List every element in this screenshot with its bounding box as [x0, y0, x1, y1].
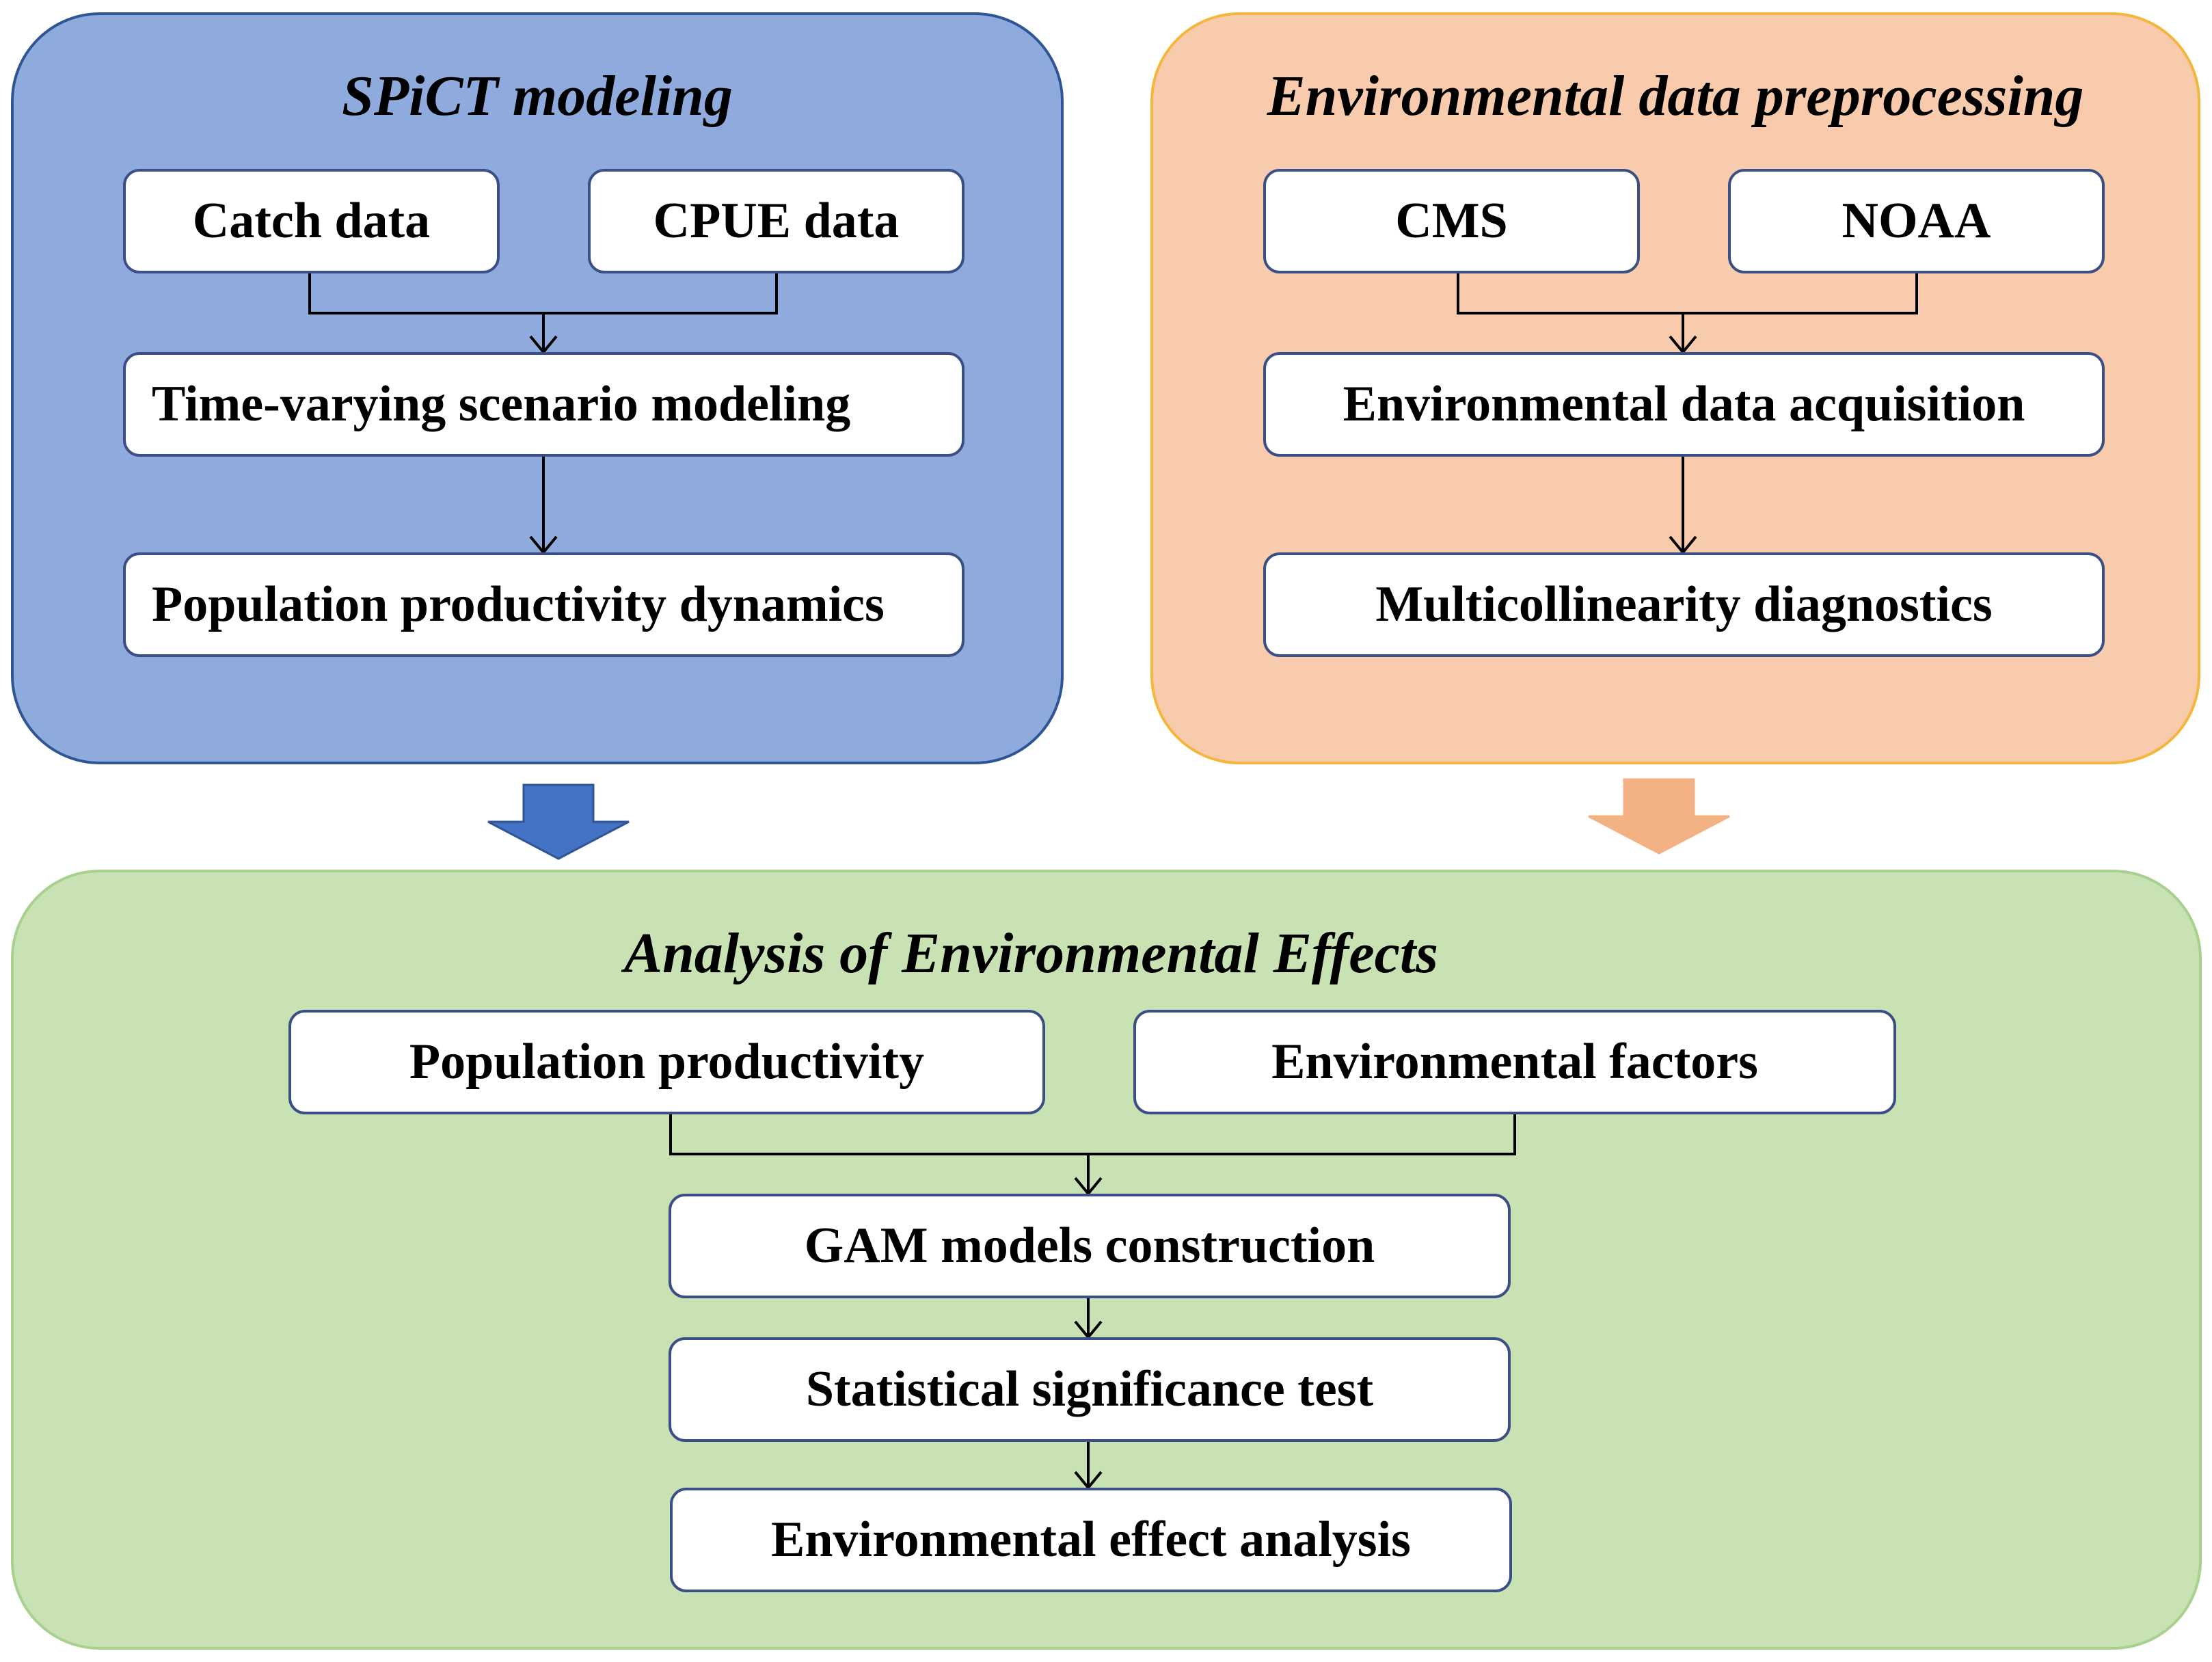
blue-block-arrow [487, 783, 630, 860]
environmental-factors-box: Environmental factors [1133, 1010, 1896, 1114]
catch-data-box: Catch data [123, 169, 500, 273]
gam-models-construction-box: GAM models construction [669, 1194, 1511, 1298]
analysis-panel-title: Analysis of Environmental Effects [624, 922, 1438, 985]
environmental-panel-title: Environmental data preprocessing [1267, 64, 2084, 128]
environmental-effect-analysis-box: Environmental effect analysis [670, 1488, 1512, 1592]
environmental-data-acquisition-box: Environmental data acquisition [1263, 352, 2105, 457]
time-varying-scenario-box: Time-varying scenario modeling [123, 352, 965, 457]
population-productivity-box: Population productivity [288, 1010, 1045, 1114]
connector-productivity-factors [669, 1114, 1516, 1155]
connector-cms-noaa [1457, 272, 1918, 314]
connector-catch-cpue [308, 272, 778, 314]
noaa-box: NOAA [1728, 169, 2105, 273]
orange-block-arrow [1588, 778, 1730, 855]
statistical-significance-test-box: Statistical significance test [669, 1337, 1511, 1442]
multicollinearity-diagnostics-box: Multicollinearity diagnostics [1263, 552, 2105, 657]
spict-panel-title: SPiCT modeling [342, 64, 733, 128]
cpue-data-box: CPUE data [588, 169, 965, 273]
population-productivity-dynamics-box: Population productivity dynamics [123, 552, 965, 657]
cms-box: CMS [1263, 169, 1640, 273]
